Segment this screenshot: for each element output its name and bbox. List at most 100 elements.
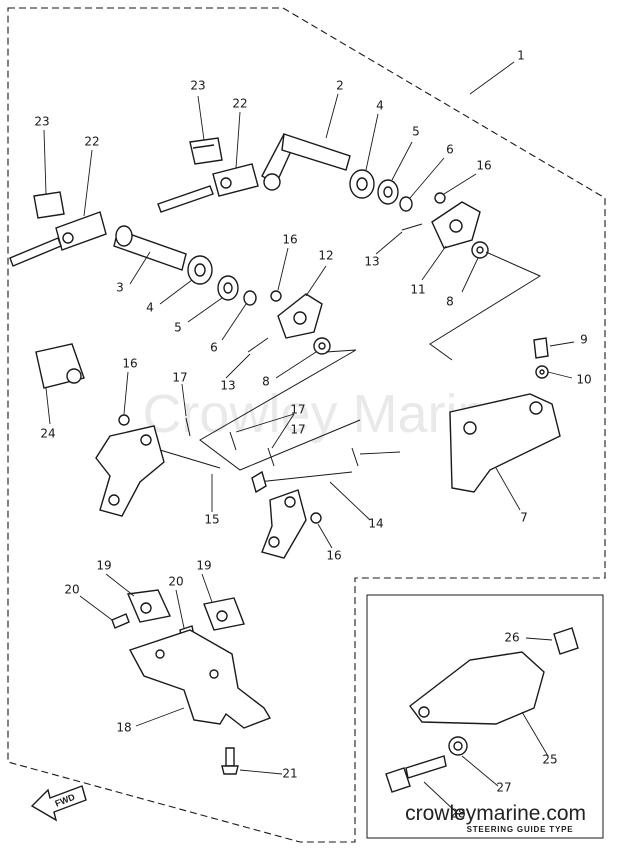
callout-23b: 23 (34, 115, 49, 129)
part-15-lever (95, 425, 221, 517)
callout-17a: 17 (172, 371, 187, 385)
inset-caption: STEERING GUIDE TYPE (467, 825, 574, 834)
callout-16a: 16 (476, 159, 491, 173)
guide-line-upper (429, 251, 542, 361)
callout-8a: 8 (446, 295, 454, 309)
callout-19a: 19 (96, 559, 111, 573)
callout-23a: 23 (190, 79, 205, 93)
leader-17b (235, 413, 295, 433)
leader-1 (469, 61, 515, 95)
leader-3 (129, 251, 151, 285)
leader-4a (365, 113, 379, 171)
part-13-pin-upper (401, 223, 423, 231)
fwd-arrow-icon: FWD (30, 785, 87, 822)
leader-18 (135, 707, 185, 727)
callout-13a: 13 (364, 255, 379, 269)
callout-18: 18 (116, 721, 131, 735)
callout-20a: 20 (64, 583, 79, 597)
callout-19b: 19 (196, 559, 211, 573)
part-23-clip-upper (189, 137, 223, 165)
callout-12: 12 (318, 249, 333, 263)
callout-4b: 4 (146, 301, 154, 315)
leader-25 (521, 711, 549, 757)
part-7-bracket (449, 393, 561, 493)
assembly-boundary (7, 7, 606, 843)
callout-2: 2 (336, 79, 344, 93)
part-12-cam-left (277, 293, 323, 339)
cable-end-upper (157, 185, 214, 213)
callout-14: 14 (368, 517, 383, 531)
inset-frame (366, 594, 604, 839)
leader-19b (201, 573, 213, 603)
callout-5a: 5 (412, 125, 420, 139)
leader-22a (235, 111, 241, 169)
part-24-cap (35, 343, 85, 389)
part-2-shift-lever (261, 133, 351, 191)
part-8-bolt-upper (471, 241, 489, 259)
part-10-washer (535, 365, 549, 379)
part-21-screw (221, 747, 239, 775)
leader-6a (409, 157, 445, 199)
part-25-steering-guide (409, 651, 545, 725)
leader-14 (329, 481, 371, 521)
callout-13b: 13 (220, 379, 235, 393)
part-6-clip-upper (399, 196, 413, 212)
part-3-throttle-lever (113, 225, 187, 271)
callout-27: 27 (496, 781, 511, 795)
cable-end-left (9, 237, 62, 267)
leader-20a (79, 595, 113, 621)
part-16-washer-mid (270, 290, 282, 302)
leader-28 (423, 781, 457, 813)
callout-17c: 17 (290, 423, 305, 437)
part-22-joint-upper (212, 163, 259, 197)
part-26-nut (553, 627, 579, 655)
leader-17c (271, 413, 295, 449)
part-17-pin-a (185, 417, 191, 437)
leader-23a (197, 95, 205, 141)
leader-19a (105, 573, 135, 597)
leader-24 (45, 387, 51, 425)
callout-20b: 20 (168, 575, 183, 589)
callout-22a: 22 (232, 97, 247, 111)
leader-9 (549, 341, 575, 347)
part-11-cam-upper (431, 201, 481, 249)
part-22-joint-left (55, 211, 107, 251)
callout-17b: 17 (290, 403, 305, 417)
part-18-plate (128, 629, 272, 729)
part-19-holder-right (203, 597, 245, 631)
part-17-pin-b (229, 431, 237, 451)
leader-16a (443, 173, 477, 195)
leader-27 (461, 755, 499, 787)
callout-16d: 16 (326, 549, 341, 563)
leader-26 (525, 637, 553, 641)
leader-10 (547, 371, 573, 379)
leader-17a (181, 383, 187, 417)
callout-22b: 22 (84, 135, 99, 149)
callout-8b: 8 (262, 375, 270, 389)
part-27-washer (448, 736, 468, 756)
part-23-clip-left (33, 191, 65, 219)
part-4-washer-left (187, 255, 213, 285)
leader-20b (175, 589, 185, 629)
leader-12 (305, 265, 327, 297)
callout-11: 11 (410, 283, 425, 297)
leader-6b (221, 303, 247, 341)
leader-11 (421, 245, 447, 281)
leader-16b (277, 247, 289, 291)
callout-6a: 6 (446, 143, 454, 157)
leader-2 (325, 93, 339, 139)
leader-8a (461, 257, 479, 293)
leader-13b (225, 353, 251, 379)
leader-23b (43, 129, 47, 195)
part-13-pin-left (247, 337, 269, 353)
part-20-pin-left (111, 613, 130, 629)
part-14-lever (261, 489, 307, 559)
leader-7 (495, 467, 521, 511)
part-9-bolt (533, 337, 549, 359)
leader-8b (275, 351, 317, 379)
leader-5b (187, 297, 223, 323)
leader-16d (317, 523, 333, 549)
callout-6b: 6 (210, 341, 218, 355)
part-17-pin-d (351, 447, 359, 467)
leader-17d (359, 451, 401, 455)
